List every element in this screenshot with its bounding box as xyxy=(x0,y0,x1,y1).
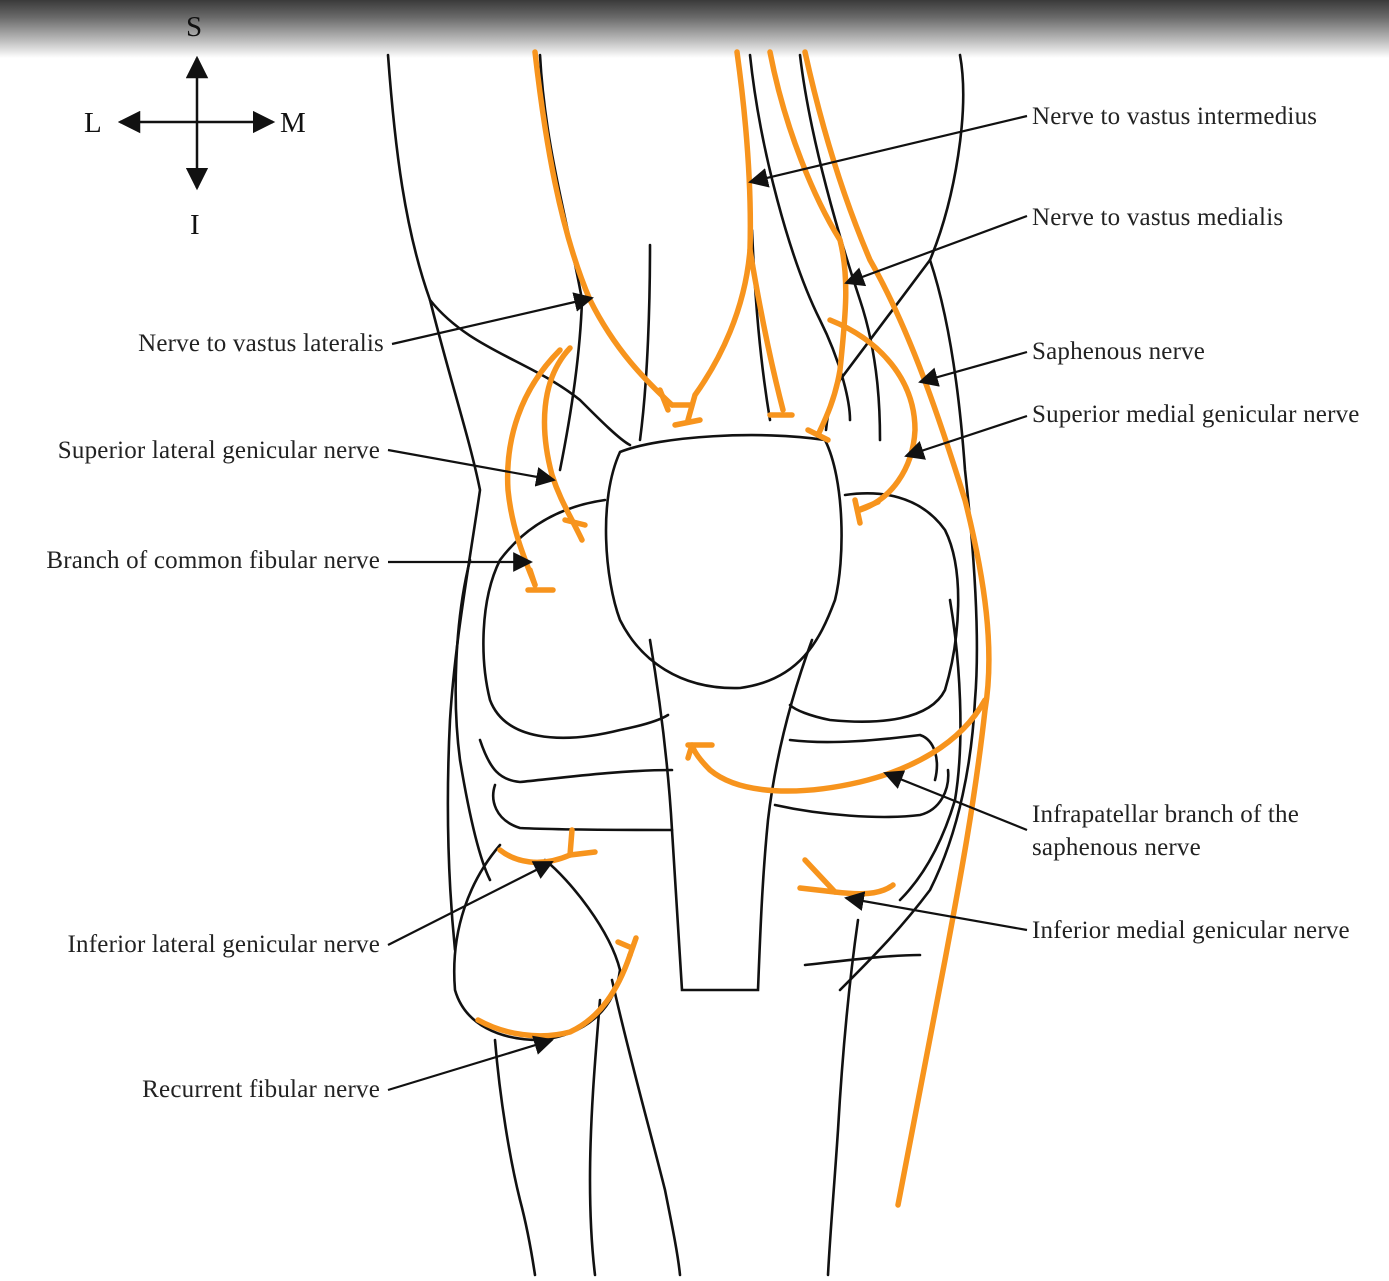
label-branch-common-fibular: Branch of common fibular nerve xyxy=(46,546,380,576)
medial-condyle xyxy=(790,493,958,721)
compass-inferior: I xyxy=(190,210,200,240)
label-inferior-lateral-genicular: Inferior lateral genicular nerve xyxy=(68,930,380,960)
nerve-inferior-medial-genicular-b xyxy=(800,860,835,892)
label-infrapatellar-line2: saphenous nerve xyxy=(1032,833,1201,863)
tibia-shaft-medial xyxy=(828,920,858,1275)
compass-lateral: L xyxy=(84,108,102,138)
nerve-recurrent-fibular-b xyxy=(618,938,636,955)
label-superior-medial-genicular: Superior medial genicular nerve xyxy=(1032,400,1360,430)
fibula-shaft-lateral xyxy=(495,1040,535,1275)
label-saphenous: Saphenous nerve xyxy=(1032,337,1205,367)
nerve-recurrent-fibular xyxy=(478,955,630,1036)
leg-outer-lateral xyxy=(430,300,480,950)
thigh-outline-medial xyxy=(826,55,963,430)
nerve-vastus-intermedius xyxy=(688,52,750,420)
knee-outline xyxy=(388,55,977,1275)
lateral-condyle xyxy=(483,500,668,738)
patella xyxy=(606,435,842,688)
fibula-shaft-medial xyxy=(590,1000,600,1275)
nerve-superior-lateral-genicular-b xyxy=(565,520,585,525)
lateral-tibia-plateau xyxy=(493,785,672,830)
medial-tibia-plateau xyxy=(775,770,948,817)
label-recurrent-fibular: Recurrent fibular nerve xyxy=(142,1075,380,1105)
label-superior-lateral-genicular: Superior lateral genicular nerve xyxy=(58,436,380,466)
femur-line-1 xyxy=(750,55,850,420)
tibia-edge xyxy=(805,955,920,965)
label-vastus-lateralis: Nerve to vastus lateralis xyxy=(138,329,384,359)
nerve-vastus-intermedius-b2 xyxy=(750,250,783,410)
patellar-tendon xyxy=(650,640,812,990)
label-infrapatellar-line1: Infrapatellar branch of the xyxy=(1032,800,1299,830)
lateral-meniscus xyxy=(480,740,672,782)
label-vastus-intermedius: Nerve to vastus intermedius xyxy=(1032,102,1317,132)
compass-medial: M xyxy=(280,108,306,138)
nerve-inferior-medial-genicular xyxy=(835,885,893,894)
nerve-inferior-lateral-genicular xyxy=(500,850,570,862)
label-inferior-medial-genicular: Inferior medial genicular nerve xyxy=(1032,916,1350,946)
femur-line-4 xyxy=(640,245,650,440)
nerve-vastus-lateralis-branch xyxy=(660,390,690,410)
medial-side-line xyxy=(900,600,960,900)
nerve-inferior-lateral-genicular-b xyxy=(570,830,595,855)
medial-meniscus xyxy=(790,735,937,780)
nerve-superior-medial-genicular-b xyxy=(855,500,878,523)
compass-superior: S xyxy=(186,12,202,42)
nerve-vastus-intermedius-b1 xyxy=(675,420,700,425)
tibia-shaft-lateral xyxy=(612,980,680,1275)
label-vastus-medialis: Nerve to vastus medialis xyxy=(1032,203,1283,233)
thigh-outline-lateral xyxy=(388,55,630,445)
nerves xyxy=(478,52,989,1205)
nerve-branch-common-fibular-b xyxy=(528,570,553,590)
orientation-compass xyxy=(120,58,273,188)
nerve-infrapatellar xyxy=(692,700,985,791)
